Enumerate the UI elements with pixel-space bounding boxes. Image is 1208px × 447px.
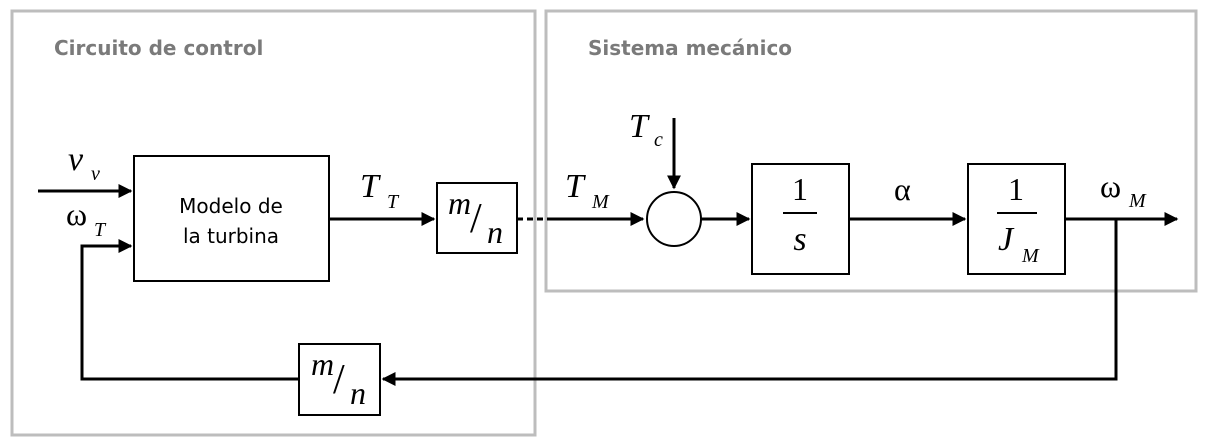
- inertia-den-base: J: [998, 221, 1015, 258]
- control-circuit-region: [10, 9, 537, 437]
- integrator-den: s: [793, 221, 806, 258]
- mechanical-system-label: Sistema mecánico: [588, 36, 792, 60]
- summing-junction: [646, 191, 702, 247]
- integrator-block: [751, 163, 850, 275]
- forward-gain-slash: /: [470, 196, 482, 242]
- omegaM-label-base: ω: [1100, 168, 1121, 204]
- vv-label-sub: v: [91, 163, 100, 185]
- feedback-path-to-turbine: [80, 239, 299, 381]
- turbine-model-line2: la turbina: [183, 224, 279, 248]
- TT-label-sub: T: [387, 191, 400, 213]
- alpha-label: α: [894, 171, 911, 207]
- feedback-gain-slash: /: [333, 357, 345, 403]
- TT-label-base: T: [360, 168, 381, 205]
- connections: [38, 118, 1179, 386]
- feedback-gain-num: m: [311, 346, 334, 382]
- feedback-path-to-gain: [381, 219, 1118, 386]
- Tc-label-sub: c: [654, 129, 663, 151]
- Tc-label-base: T: [629, 108, 650, 145]
- vv-label-base: v: [68, 141, 84, 178]
- control-circuit-label: Circuito de control: [54, 36, 263, 60]
- forward-gain-den: n: [487, 214, 503, 250]
- mechanical-system-region: [544, 9, 1198, 293]
- integrator-num: 1: [792, 171, 808, 207]
- omegaM-label-sub: M: [1128, 190, 1147, 212]
- TM-label-sub: M: [591, 191, 610, 213]
- turbine-model-line1: Modelo de: [179, 194, 283, 218]
- inertia-num: 1: [1008, 171, 1024, 207]
- TM-label-base: T: [565, 168, 586, 205]
- inertia-den-sub: M: [1021, 245, 1040, 267]
- omegaT-label-sub: T: [94, 219, 107, 241]
- feedback-gain-den: n: [350, 375, 366, 411]
- turbine-model-block: [133, 155, 330, 282]
- omegaT-label-base: ω: [66, 196, 87, 232]
- forward-gain-num: m: [448, 185, 471, 221]
